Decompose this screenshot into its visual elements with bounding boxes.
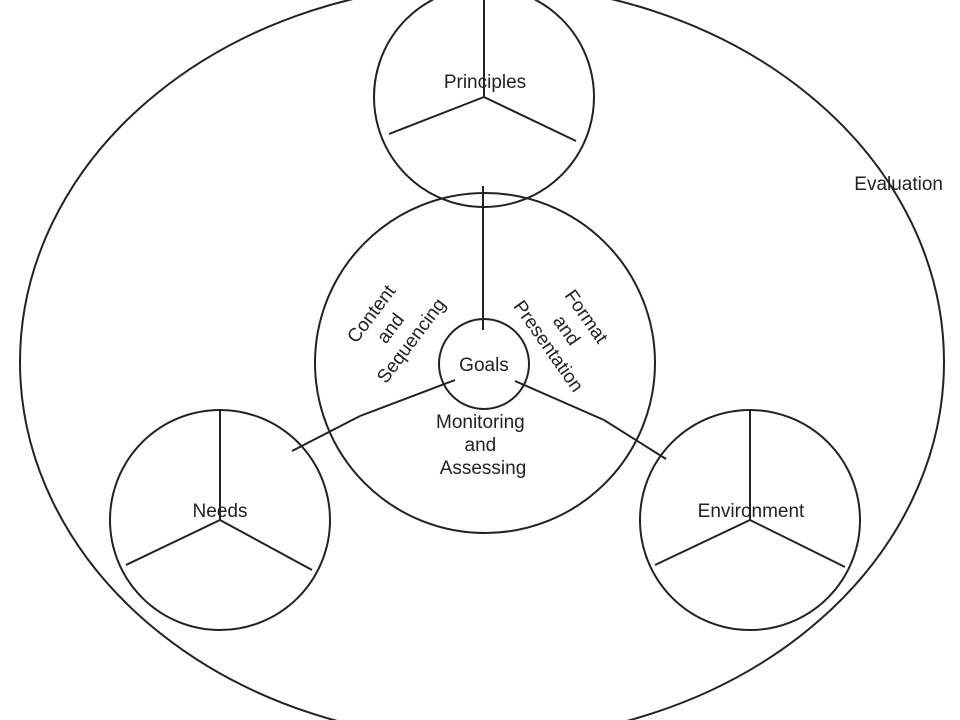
satellite-needs: Needs xyxy=(109,409,331,631)
inner-circle xyxy=(314,192,656,534)
inner-spoke-left xyxy=(359,379,456,417)
principles-label: Principles xyxy=(444,72,526,93)
connector-environment xyxy=(603,419,667,460)
goals-label: Goals xyxy=(459,355,509,376)
svg-text:Content and Sequen: Content and Sequencing xyxy=(335,266,451,388)
evaluation-label: Evaluation xyxy=(854,174,943,195)
goals-circle xyxy=(438,318,530,410)
connector-needs xyxy=(291,415,361,452)
sector-content-sequencing: Content and Sequencing xyxy=(335,266,451,388)
satellite-principles: Principles xyxy=(373,0,595,208)
sector-monitoring-assessing: Monitoring and Assessing xyxy=(436,412,530,479)
sector-bottom-line-2: and xyxy=(465,435,497,456)
environment-label: Environment xyxy=(698,501,805,522)
satellite-environment: Environment xyxy=(639,409,861,631)
needs-label: Needs xyxy=(193,501,248,522)
inner-spoke-right xyxy=(514,380,605,421)
sector-bottom-line-1: Monitoring xyxy=(436,412,525,433)
sector-bottom-line-3: Assessing xyxy=(440,458,527,479)
outer-evaluation-ellipse xyxy=(19,0,945,720)
